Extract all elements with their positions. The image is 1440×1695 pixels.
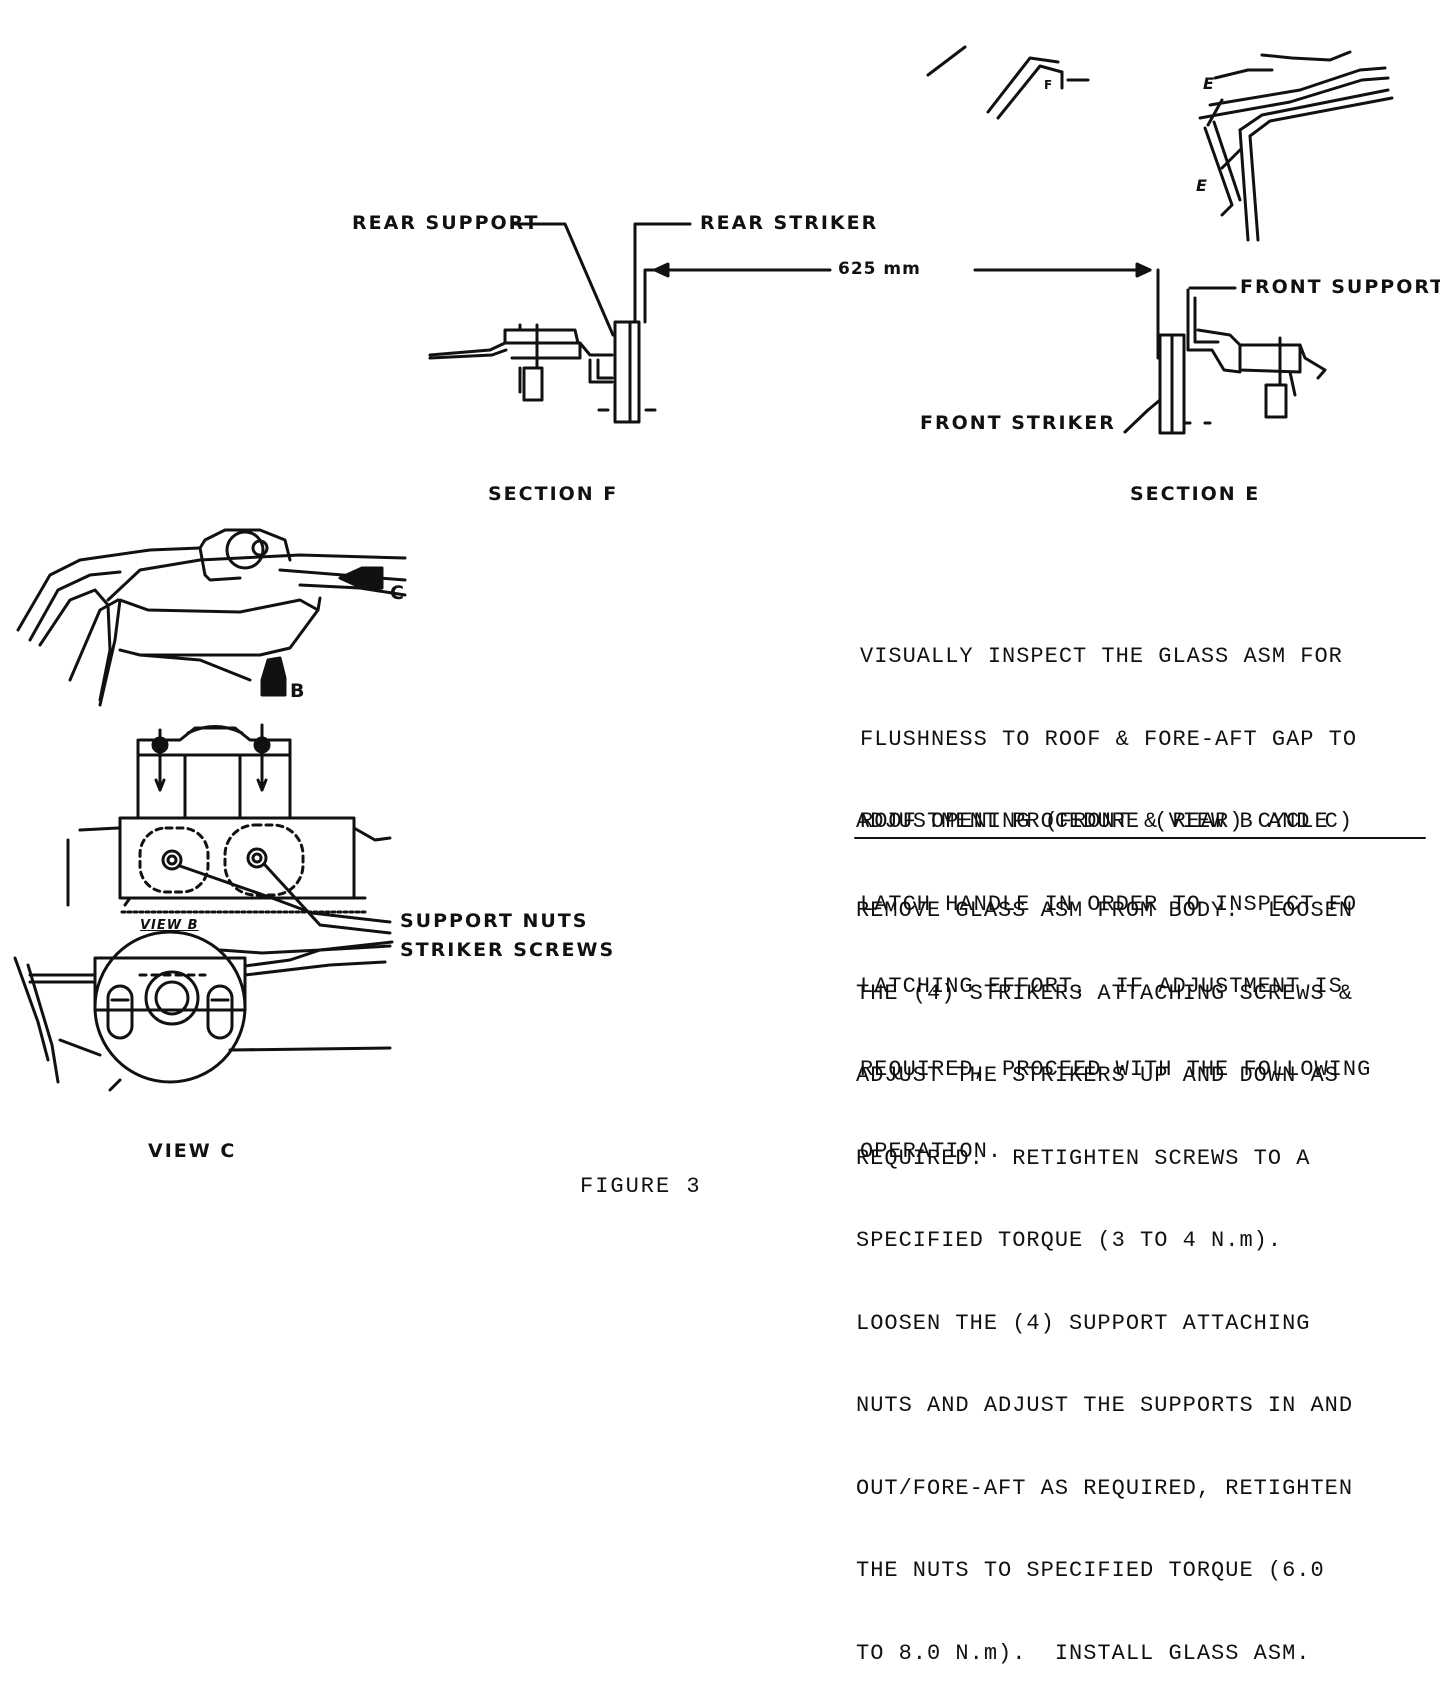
callout-b-label: B: [290, 680, 307, 702]
support-nuts-label: SUPPORT NUTS: [400, 910, 589, 932]
callout-c-label: C: [390, 582, 406, 604]
procedure-line: NUTS AND ADJUST THE SUPPORTS IN AND: [856, 1393, 1354, 1418]
front-striker-label: FRONT STRIKER: [920, 412, 1116, 434]
callout-f: F: [1044, 78, 1054, 92]
procedure-line: SPECIFIED TORQUE (3 TO 4 N.m).: [856, 1228, 1283, 1253]
inspection-line: FLUSHNESS TO ROOF & FORE-AFT GAP TO: [860, 726, 1358, 752]
procedure-paragraph: REMOVE GLASS ASM FROM BODY. LOOSEN THE (…: [856, 842, 1353, 1695]
dimension-line: [653, 262, 1152, 278]
callout-e-top: E: [1203, 74, 1215, 93]
view-c-label: VIEW C: [148, 1140, 237, 1162]
section-f-label: SECTION F: [488, 483, 619, 505]
procedure-line: THE (4) STRIKERS ATTACHING SCREWS &: [856, 980, 1354, 1006]
procedure-line: REQUIRED. RETIGHTEN SCREWS TO A: [856, 1145, 1311, 1171]
procedure-line: OUT/FORE-AFT AS REQUIRED, RETIGHTEN: [856, 1475, 1354, 1501]
procedure-line: LOOSEN THE (4) SUPPORT ATTACHING: [856, 1310, 1311, 1336]
front-support-label: FRONT SUPPORT: [1240, 276, 1440, 298]
roof-perspective-sketch: [926, 45, 1394, 242]
striker-screws-label: STRIKER SCREWS: [400, 939, 616, 961]
figure-line-art: [13, 45, 1426, 1092]
inspection-line: ROOF OPENING (FRONT & REAR) CYCLE: [860, 809, 1329, 834]
procedure-heading: ADJUSTMENT PROCEDURE (VIEW B AND C): [856, 809, 1354, 834]
section-e-label: SECTION E: [1130, 483, 1261, 505]
procedure-line: THE NUTS TO SPECIFIED TORQUE (6.0: [856, 1558, 1325, 1583]
view-c-drawing: [13, 930, 392, 1092]
inspection-line: VISUALLY INSPECT THE GLASS ASM FOR: [860, 644, 1343, 669]
procedure-line: ADJUST THE STRIKERS UP AND DOWN AS: [856, 1063, 1339, 1088]
view-b-label: VIEW B: [140, 918, 199, 933]
dimension-label: 625 mm: [838, 259, 921, 279]
procedure-line: TO 8.0 N.m). INSTALL GLASS ASM.: [856, 1640, 1311, 1666]
inspection-line: REQUIRED, PROCEED WITH THE FOLLOWING: [860, 1056, 1372, 1082]
figure-caption: FIGURE 3: [580, 1174, 702, 1199]
latch-isometric-drawing: [16, 528, 407, 707]
inspection-line: LATCHING EFFORT. IF ADJUSTMENT IS: [860, 974, 1343, 999]
procedure-line: REMOVE GLASS ASM FROM BODY. LOOSEN: [856, 898, 1354, 923]
inspection-line: OPERATION.: [860, 1139, 1003, 1164]
view-b-drawing: [66, 723, 394, 955]
rear-striker-label: REAR STRIKER: [700, 212, 879, 234]
inspection-line: LATCH HANDLE IN ORDER TO INSPECT FO: [860, 891, 1358, 917]
rear-support-label: REAR SUPPORT: [352, 212, 540, 234]
inspection-paragraph: VISUALLY INSPECT THE GLASS ASM FOR FLUSH…: [860, 588, 1371, 1193]
section-e-drawing: [1123, 268, 1327, 435]
callout-e-bottom: E: [1196, 176, 1208, 195]
section-f-drawing: [428, 222, 692, 424]
